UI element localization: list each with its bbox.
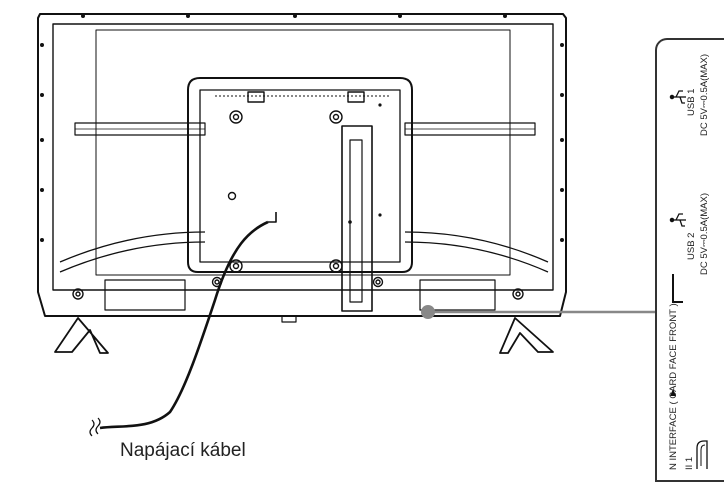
center-panel xyxy=(187,77,413,273)
usb-icon xyxy=(669,90,686,104)
ci-slot-outline xyxy=(696,440,708,469)
stand-right xyxy=(499,317,554,354)
usb1-spec: DC 5V⎓0.5A(MAX) xyxy=(699,53,710,136)
side-port-panel xyxy=(655,38,724,482)
usb1-name: USB 1 xyxy=(686,88,697,116)
rim-screws xyxy=(40,14,564,242)
tv-outer-frame xyxy=(37,13,567,317)
stand-left xyxy=(54,317,109,354)
power-plug-icon xyxy=(89,419,95,437)
power-cable-label: Napájací kábel xyxy=(120,440,246,461)
vesa-screws xyxy=(72,110,524,300)
tv-inner-frame xyxy=(52,23,554,291)
usb-icon xyxy=(669,213,686,227)
usb2-name: USB 2 xyxy=(686,232,697,260)
ci-interface-label: N INTERFACE ( CARD FACE FRONT ) xyxy=(668,303,679,470)
ci-slot-arrow-icon xyxy=(670,389,676,396)
ci-slot-bracket xyxy=(672,274,683,303)
power-cable xyxy=(99,220,269,430)
callout-dot xyxy=(421,305,435,319)
usb2-spec: DC 5V⎓0.5A(MAX) xyxy=(699,192,710,275)
